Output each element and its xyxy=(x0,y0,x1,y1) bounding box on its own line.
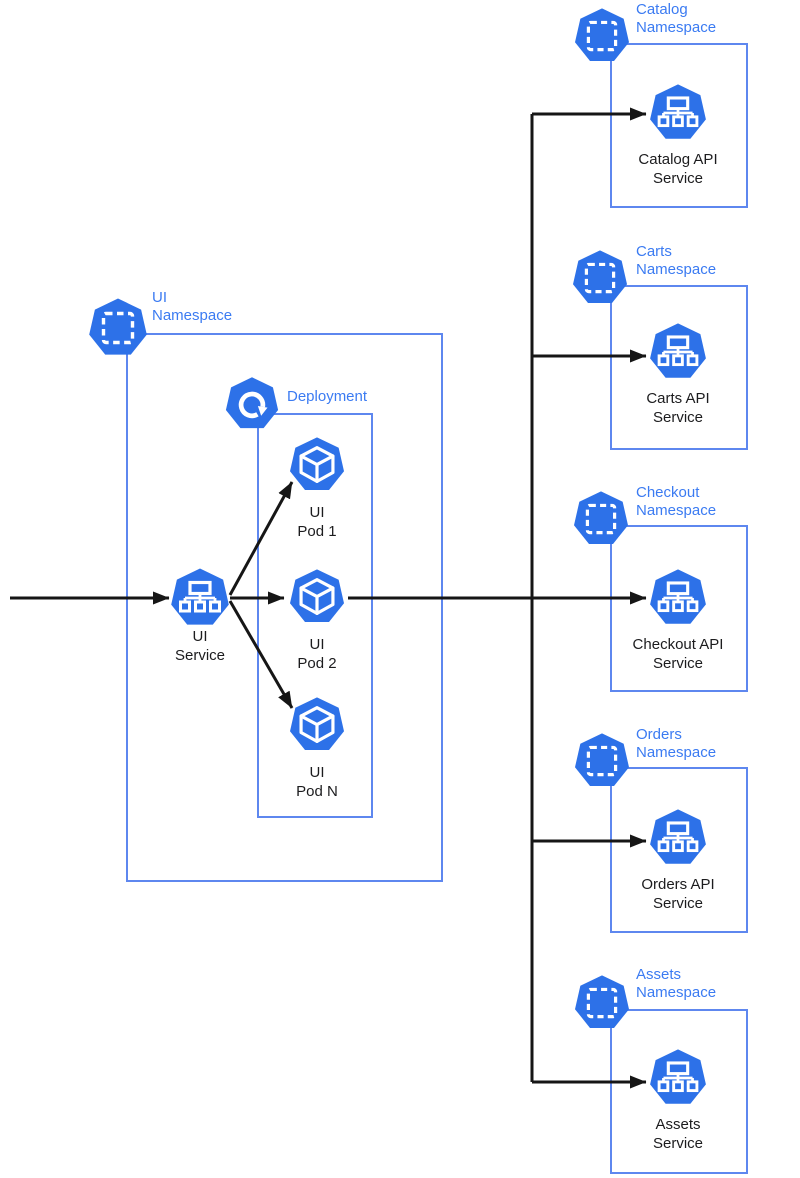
checkout-namespace-label-line: Namespace xyxy=(636,502,717,519)
catalog-api-service-service-icon xyxy=(647,82,709,144)
catalog-namespace-namespace-icon xyxy=(572,6,632,66)
ui-namespace-label-line: UI xyxy=(152,289,167,306)
ui-pod-1-pod-icon xyxy=(287,435,347,495)
carts-api-service-service-icon xyxy=(647,321,709,383)
catalog-api-service-label-line: Catalog API xyxy=(638,151,718,168)
carts-namespace-box xyxy=(610,285,748,450)
checkout-api-service-label-line: Checkout API xyxy=(632,636,724,653)
assets-service-label-line: Assets xyxy=(655,1116,701,1133)
catalog-api-service-label-line: Service xyxy=(652,169,704,187)
orders-api-service-service-icon xyxy=(647,807,709,869)
checkout-api-service-label-line: Service xyxy=(652,654,704,672)
ui-pod-n-label-line: Pod N xyxy=(296,782,338,800)
ui-pod-n-pod-icon xyxy=(287,695,347,755)
ui-service-label-line: Service xyxy=(174,646,226,664)
orders-api-service-label-line: Service xyxy=(652,894,704,912)
assets-service-service-icon xyxy=(647,1047,709,1109)
checkout-namespace-namespace-icon xyxy=(571,489,631,549)
ui-pod-1-label-line: UI xyxy=(309,504,325,521)
carts-api-service-label-line: Carts API xyxy=(646,390,710,407)
orders-namespace-label-line: Namespace xyxy=(636,744,717,761)
assets-service-label-line: Service xyxy=(652,1134,704,1152)
ui-pod-2-pod-icon xyxy=(287,567,347,627)
orders-namespace-namespace-icon xyxy=(572,731,632,791)
ui-namespace-namespace-icon xyxy=(86,296,150,360)
catalog-namespace-label-line: Namespace xyxy=(636,19,717,36)
ui-namespace-label-line: Namespace xyxy=(152,307,233,324)
catalog-namespace-label-line: Catalog xyxy=(636,1,688,18)
assets-namespace-label-line: Assets xyxy=(636,966,682,983)
edge-ui-service-to-pod-1 xyxy=(228,481,294,596)
checkout-namespace-box xyxy=(610,525,748,692)
ui-pod-2-label-line: UI xyxy=(309,636,325,653)
deployment-deployment-icon xyxy=(223,375,281,433)
assets-namespace-namespace-icon xyxy=(572,973,632,1033)
assets-namespace-box xyxy=(610,1009,748,1174)
edge-ui-service-to-pod-n xyxy=(228,600,294,709)
ui-pod-1-label-line: Pod 1 xyxy=(297,522,337,540)
ui-service-label-line: UI xyxy=(192,628,208,645)
carts-api-service-label-line: Service xyxy=(652,408,704,426)
ui-pod-n-label-line: UI xyxy=(309,764,325,781)
deployment-label-line: Deployment xyxy=(287,388,368,405)
orders-namespace-label-line: Orders xyxy=(636,726,682,743)
checkout-api-service-service-icon xyxy=(647,567,709,629)
checkout-namespace-label-line: Checkout xyxy=(636,484,700,501)
ui-namespace-box xyxy=(126,333,443,882)
carts-namespace-label-line: Namespace xyxy=(636,261,717,278)
catalog-namespace-box xyxy=(610,43,748,208)
orders-namespace-box xyxy=(610,767,748,933)
carts-namespace-namespace-icon xyxy=(570,248,630,308)
orders-api-service-label-line: Orders API xyxy=(641,876,715,893)
deployment-label: Deployment xyxy=(287,388,367,406)
deployment-box xyxy=(257,413,373,818)
ui-pod-2-label-line: Pod 2 xyxy=(297,654,337,672)
ui-service-service-icon xyxy=(168,566,232,630)
carts-namespace-label-line: Carts xyxy=(636,243,672,260)
assets-namespace-label-line: Namespace xyxy=(636,984,717,1001)
